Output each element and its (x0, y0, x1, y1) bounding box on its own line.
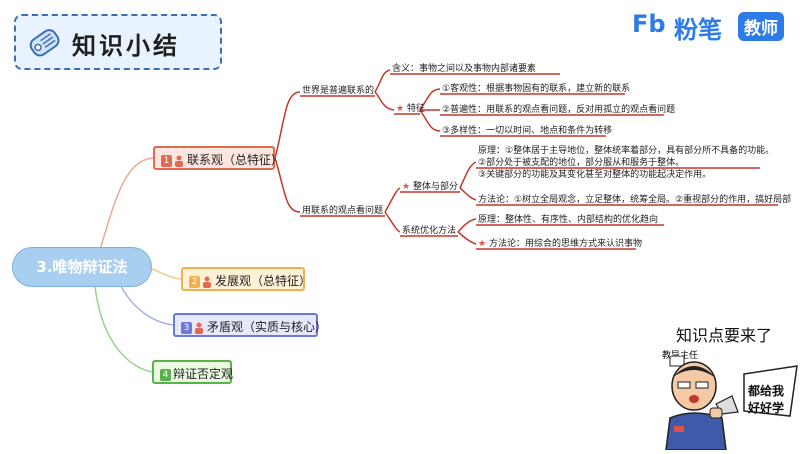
node-method: 方法论：①树立全局观念，立足整体，统筹全局。②重视部分的作用，搞好局部 (478, 195, 792, 205)
teacher-illustration-icon (652, 355, 800, 454)
branch-node-2: 2 发展观（总特征） (181, 267, 311, 291)
node-f1: ①客观性：根据事物固有的联系，建立新的联系 (442, 84, 631, 94)
cartoon-sign: 知识点要来了 (676, 326, 773, 345)
connector-branch-3 (119, 283, 174, 326)
page-title: 知识小结 (72, 31, 180, 60)
connector-use (274, 157, 301, 213)
person-icon (175, 155, 183, 167)
node-whole-label: 整体与部分 (412, 182, 458, 192)
node-p1: 原理：①整体居于主导地位，整体统率着部分，具有部分所不具备的功能。 (478, 146, 775, 156)
star-icon: ★ (478, 239, 487, 249)
brand-badge: 教师 (738, 12, 784, 41)
number-badge: 2 (189, 275, 200, 288)
node-feature-label: 特征 (406, 104, 425, 114)
node-world: 世界是普遍联系的 (302, 86, 375, 96)
node-use: 用联系的观点看问题 (302, 206, 384, 216)
star-icon: ★ (402, 182, 411, 192)
branch-label: 联系观（总特征） (187, 153, 284, 167)
branch-node-3: 3 矛盾观（实质与核心） (173, 313, 327, 337)
branch-label: 辩证否定观 (173, 367, 234, 381)
node-feature: ★ 特征 (396, 101, 425, 114)
connector-branch-2 (149, 267, 182, 280)
speech-bubble: 都给我好好学 (748, 384, 785, 415)
tag-icon (24, 22, 64, 66)
node-whole: ★ 整体与部分 (402, 179, 458, 192)
number-badge: 4 (160, 368, 171, 381)
node-f3: ③多样性：一切以时间、地点和条件为转移 (442, 126, 613, 136)
node-p2: ②部分处于被支配的地位，部分服从和服务于整体。 (478, 158, 685, 168)
number-badge: 3 (181, 321, 192, 334)
branch-label: 发展观（总特征） (215, 274, 312, 288)
connector-world (274, 91, 301, 159)
node-system: 系统优化方法 (402, 226, 457, 236)
brand-name: 粉笔 (674, 16, 722, 44)
node-sys-method-label: 方法论：用综合的思维方式来认识事物 (488, 239, 642, 249)
brand-logo: Fb (632, 10, 666, 38)
connector-branch-1 (99, 157, 154, 251)
node-f2: ②普遍性：用联系的观点看问题，反对用孤立的观点看问题 (442, 105, 676, 115)
root-label: 3.唯物辩证法 (36, 258, 128, 276)
connector-branch-4 (94, 285, 153, 373)
node-sys-method: ★ 方法论：用综合的思维方式来认识事物 (478, 236, 642, 249)
node-p3: ③关键部分的功能及其变化甚至对整体的功能起决定作用。 (478, 170, 712, 180)
branch-label: 矛盾观（实质与核心） (207, 320, 328, 334)
star-icon: ★ (396, 104, 405, 114)
root-node: 3.唯物辩证法 (12, 247, 152, 287)
number-badge: 1 (161, 154, 172, 167)
person-icon (203, 276, 211, 288)
node-sys-principle: 原理：整体性、有序性、内部结构的优化趋向 (478, 215, 659, 225)
branch-node-1: 1 联系观（总特征） (153, 146, 283, 170)
node-meaning: 含义：事物之间以及事物内部诸要素 (392, 64, 537, 74)
person-icon (195, 322, 203, 334)
